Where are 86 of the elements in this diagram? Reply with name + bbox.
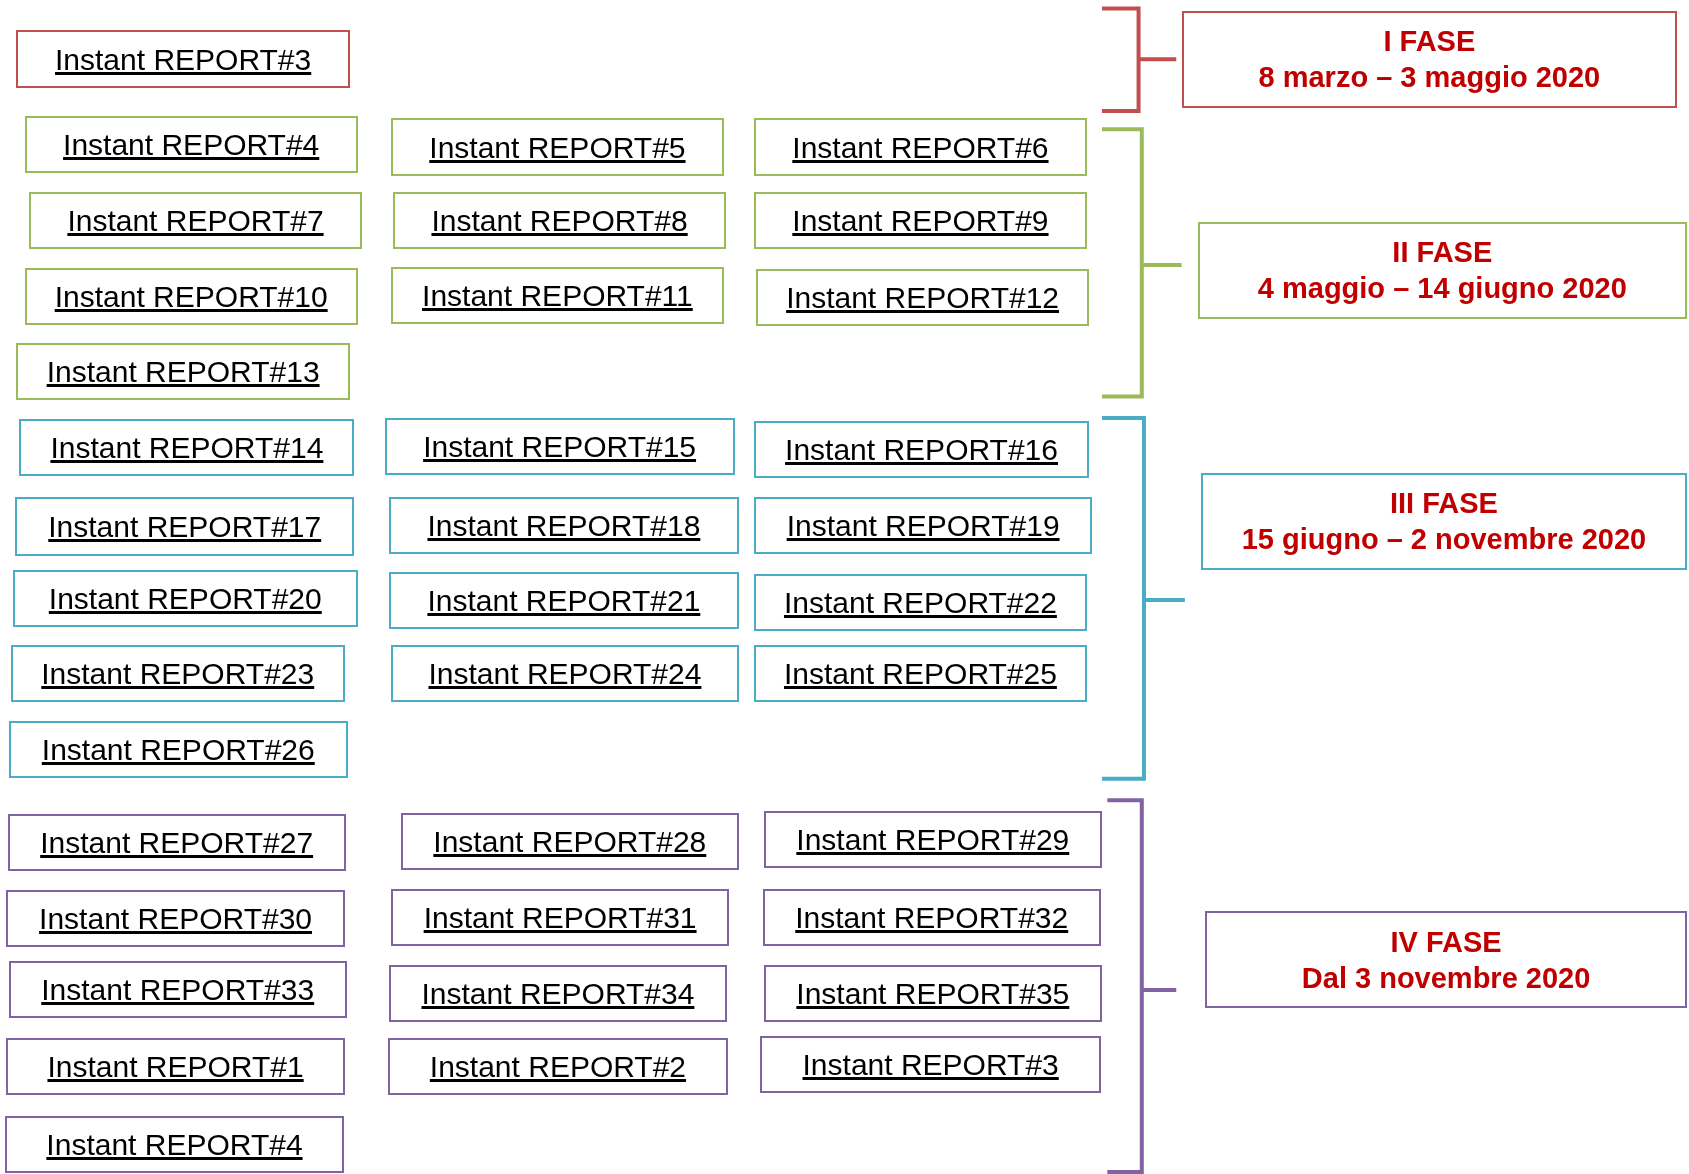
report-title: Instant REPORT#1 [47,1049,304,1086]
report-box [754,421,1089,479]
report-title: Instant REPORT#32 [795,899,1069,936]
report-box [391,888,730,946]
report-box [763,811,1102,869]
report-title: Instant REPORT#29 [796,822,1070,859]
report-title: Instant REPORT#3 [55,41,312,78]
report-box [19,419,355,477]
phase-dates: 4 maggio – 14 giugno 2020 [1257,271,1627,307]
report-box [754,118,1087,176]
report-box [388,571,739,630]
report-box [754,496,1093,554]
phase-dates: 8 marzo – 3 maggio 2020 [1258,60,1601,96]
phase-box [1205,911,1687,1009]
report-box [7,814,346,872]
report-title: Instant REPORT#2 [429,1049,687,1086]
report-title: Instant REPORT#7 [67,202,324,239]
report-title: Instant REPORT#9 [792,202,1049,239]
report-title: Instant REPORT#4 [46,1126,303,1163]
report-box [384,417,735,475]
report-title: Instant REPORT#12 [786,280,1060,317]
report-box [387,1038,729,1096]
report-title: Instant REPORT#34 [421,976,695,1013]
report-title: Instant REPORT#19 [786,507,1060,544]
report-box [6,1038,345,1096]
phase-box [1197,221,1687,319]
phase-box [1201,472,1687,570]
report-title: Instant REPORT#23 [41,656,315,693]
phase-title: II FASE [1392,235,1493,271]
report-box [10,645,345,703]
report-title: Instant REPORT#25 [783,656,1057,693]
report-box [388,496,739,554]
report-box [16,342,351,400]
report-title: Instant REPORT#26 [41,731,315,768]
report-title: Instant REPORT#11 [422,278,693,315]
report-box [763,965,1102,1023]
report-title: Instant REPORT#22 [783,585,1057,622]
report-title: Instant REPORT#21 [427,583,701,619]
report-box [391,645,739,703]
report-box [15,496,355,556]
report-title: Instant REPORT#18 [427,507,701,544]
report-box [754,574,1087,632]
report-title: Instant REPORT#27 [40,825,314,862]
report-box [760,1036,1101,1094]
report-title: Instant REPORT#20 [48,580,322,617]
report-title: Instant REPORT#15 [423,428,697,465]
report-title: Instant REPORT#17 [48,508,322,545]
report-title: Instant REPORT#35 [796,976,1070,1013]
report-box [754,191,1087,249]
phase-title: IV FASE [1390,924,1502,960]
report-box [24,116,358,174]
phase-dates: Dal 3 novembre 2020 [1301,960,1591,996]
report-box [5,1115,344,1173]
report-box [24,268,358,326]
report-box [6,889,345,947]
report-box [400,813,739,871]
report-box [756,269,1089,327]
report-title: Instant REPORT#4 [63,127,320,164]
report-title: Instant REPORT#8 [431,202,688,239]
report-box [8,960,347,1018]
report-box [29,191,362,249]
report-title: Instant REPORT#6 [792,129,1049,166]
report-title: Instant REPORT#24 [428,656,702,693]
report-title: Instant REPORT#28 [433,824,707,861]
report-box [12,569,358,627]
report-box [391,118,724,176]
report-box [388,965,728,1023]
phase-title: III FASE [1389,486,1498,522]
phase-box [1181,10,1678,108]
report-title: Instant REPORT#3 [802,1047,1059,1084]
report-box [754,645,1087,703]
report-title: Instant REPORT#30 [39,900,312,937]
report-box [391,267,724,325]
phase-dates: 15 giugno – 2 novembre 2020 [1241,522,1647,558]
report-title: Instant REPORT#16 [785,432,1058,469]
report-box [8,720,348,778]
report-box [393,191,726,249]
report-title: Instant REPORT#5 [429,129,686,166]
report-title: Instant REPORT#33 [41,971,315,1008]
report-title: Instant REPORT#13 [46,353,320,390]
report-title: Instant REPORT#10 [54,279,328,316]
phase-title: I FASE [1383,24,1476,59]
report-title: Instant REPORT#14 [50,430,324,467]
report-box [762,888,1101,946]
report-title: Instant REPORT#31 [423,899,697,936]
report-box [16,30,351,89]
